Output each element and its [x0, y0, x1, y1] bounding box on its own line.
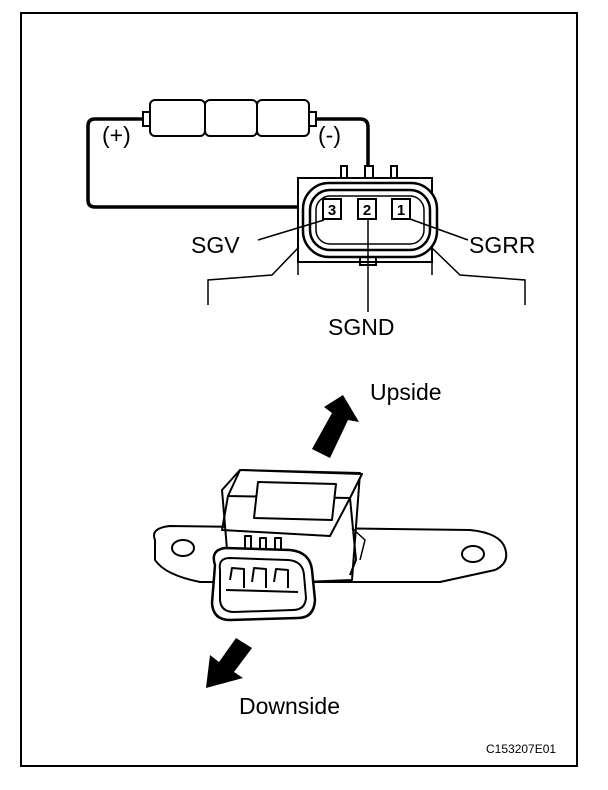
- diagram-frame: [20, 12, 578, 767]
- negative-label: (-): [318, 122, 341, 148]
- sgrr-label: SGRR: [469, 232, 535, 258]
- upside-label: Upside: [370, 379, 442, 405]
- pin-3-number: 3: [328, 202, 336, 219]
- downside-label: Downside: [239, 693, 340, 719]
- pin-1-number: 1: [397, 202, 405, 219]
- battery-icon: [142, 99, 317, 137]
- pin-1: 1: [391, 198, 411, 220]
- pin-leader-lines: [257, 218, 469, 312]
- pin-3: 3: [322, 198, 342, 220]
- pin-2: 2: [357, 198, 377, 220]
- pin-2-number: 2: [363, 202, 371, 219]
- yaw-rate-sensor-icon: [153, 469, 508, 622]
- positive-label: (+): [102, 122, 131, 148]
- upside-arrow-icon: [312, 395, 359, 458]
- test-wires: [86, 117, 370, 209]
- sgv-label: SGV: [191, 232, 240, 258]
- figure-code: C153207E01: [486, 742, 556, 756]
- downside-arrow-icon: [206, 638, 252, 688]
- sgnd-label: SGND: [328, 314, 394, 340]
